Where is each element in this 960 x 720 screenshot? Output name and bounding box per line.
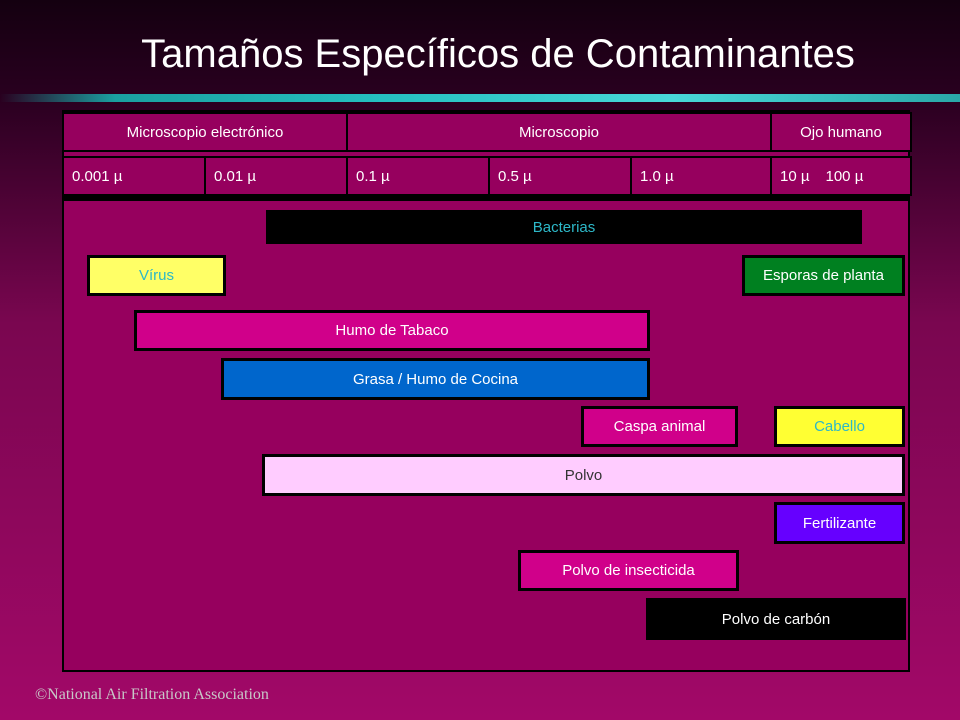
bar-plant-spores: Esporas de planta xyxy=(742,255,905,296)
size-cell-1-0: 1.0 µ xyxy=(630,156,772,196)
size-cell-10-100: 10 µ 100 µ xyxy=(770,156,912,196)
header-group-electron-microscope: Microscopio electrónico xyxy=(62,112,348,152)
bar-animal-dander: Caspa animal xyxy=(581,406,738,447)
size-label-100: 100 µ xyxy=(825,167,864,185)
bar-cooking-smoke: Grasa / Humo de Cocina xyxy=(221,358,650,400)
header-separator xyxy=(62,196,910,201)
size-cell-0-5: 0.5 µ xyxy=(488,156,632,196)
bar-tobacco-smoke: Humo de Tabaco xyxy=(134,310,650,351)
size-label-10: 10 µ xyxy=(780,167,810,185)
size-cell-0-001: 0.001 µ xyxy=(62,156,206,196)
copyright-footer: ©National Air Filtration Association xyxy=(35,686,269,703)
bar-bacteria: Bacterias xyxy=(266,210,862,244)
bar-hair: Cabello xyxy=(774,406,905,447)
bar-coal-dust: Polvo de carbón xyxy=(646,598,906,640)
bar-dust: Polvo xyxy=(262,454,905,496)
bar-virus: Vírus xyxy=(87,255,226,296)
size-cell-0-1: 0.1 µ xyxy=(346,156,490,196)
accent-divider xyxy=(0,94,960,102)
bar-fertilizer: Fertilizante xyxy=(774,502,905,544)
header-group-human-eye: Ojo humano xyxy=(770,112,912,152)
slide-title: Tamaños Específicos de Contaminantes xyxy=(141,32,855,76)
bar-insecticide-dust: Polvo de insecticida xyxy=(518,550,739,591)
size-cell-0-01: 0.01 µ xyxy=(204,156,348,196)
header-group-microscope: Microscopio xyxy=(346,112,772,152)
